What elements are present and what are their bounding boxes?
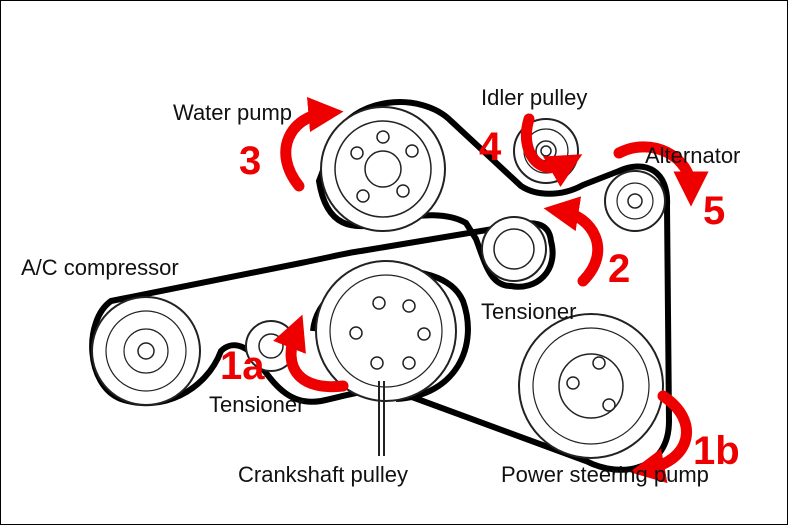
curved-arrow-icon — [280, 96, 344, 192]
label-ac-compressor: A/C compressor — [21, 255, 179, 280]
serpentine-belt-outer — [89, 99, 672, 473]
crankshaft-pulley — [315, 260, 457, 456]
upper-tensioner-pulley — [481, 216, 547, 282]
step-number-1b: 1b — [693, 429, 740, 473]
curved-arrow-icon — [543, 196, 604, 287]
label-alternator: Alternator — [645, 143, 741, 168]
step-number-3: 3 — [239, 139, 262, 183]
step-number-2: 2 — [608, 247, 631, 291]
alternator-pulley — [604, 170, 666, 232]
curved-arrow-icon — [613, 141, 709, 207]
power-steering-pump-pulley — [518, 313, 664, 459]
ac-compressor-pulley — [91, 296, 201, 406]
step-number-1a: 1a — [220, 344, 265, 388]
step-number-4: 4 — [479, 125, 502, 169]
label-crankshaft-pulley: Crankshaft pulley — [238, 462, 408, 487]
label-tensioner-upper: Tensioner — [481, 299, 577, 324]
curved-arrow-icon — [520, 113, 583, 188]
label-power-steering-pump: Power steering pump — [501, 462, 709, 487]
water-pump-pulley — [320, 106, 446, 232]
label-idler-pulley: Idler pulley — [481, 85, 588, 110]
curved-arrow-icon — [273, 314, 349, 393]
label-tensioner-lower: Tensioner — [209, 392, 305, 417]
step-number-5: 5 — [703, 189, 726, 233]
curved-arrow-icon — [629, 390, 692, 484]
label-water-pump: Water pump — [173, 100, 293, 125]
